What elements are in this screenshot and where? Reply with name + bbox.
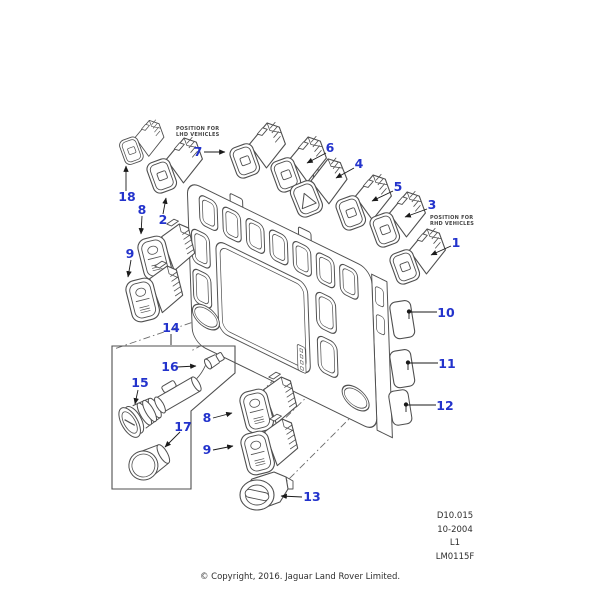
position-note-rhd: POSITION FOR RHD VEHICLES [430,215,475,227]
part-label-16: 16 [161,358,179,374]
part-label-9: 9 [125,245,135,261]
part-label-10: 10 [437,304,455,320]
part-label-1: 1 [451,234,461,250]
part-label-8: 8 [137,201,147,217]
part-label-11: 11 [438,355,456,371]
sheet-rev: L1 [449,538,461,548]
part-label-14: 14 [162,319,180,335]
part-label-2: 2 [158,211,168,227]
plate-11-drawing [388,348,417,390]
part-label-15: 15 [131,374,149,390]
part-label-9: 9 [202,441,212,457]
part-label-8: 8 [202,409,212,425]
group-box-14 [111,345,236,490]
part-label-12: 12 [436,397,454,413]
part-label-18: 18 [118,188,136,204]
sheet-code: LM0115F [435,551,475,562]
part-label-17: 17 [174,418,192,434]
lighter-socket-drawing [118,376,202,438]
switch-13-drawing [239,471,294,511]
cap-17-drawing [128,444,171,481]
fascia-panel-drawing [186,184,393,439]
sheet-date: 10-2004 [437,524,473,535]
part-label-6: 6 [325,139,335,155]
copyright-text: © Copyright, 2016. Jaguar Land Rover Lim… [199,572,401,582]
leader-lines [123,149,452,499]
bulb-holder-drawing [196,352,225,379]
part-label-4: 4 [354,155,364,171]
part-label-13: 13 [303,488,321,504]
part-label-3: 3 [427,196,437,212]
part-label-5: 5 [393,178,403,194]
sheet-ref: D10.015 [436,511,474,521]
position-note-lhd: POSITION FOR LHD VEHICLES [176,126,220,138]
drawing-reference-block: D10.015 10-2004 L1 LM0115F [412,510,498,564]
plate-10-drawing [388,299,417,341]
part-label-7: 7 [193,143,203,159]
